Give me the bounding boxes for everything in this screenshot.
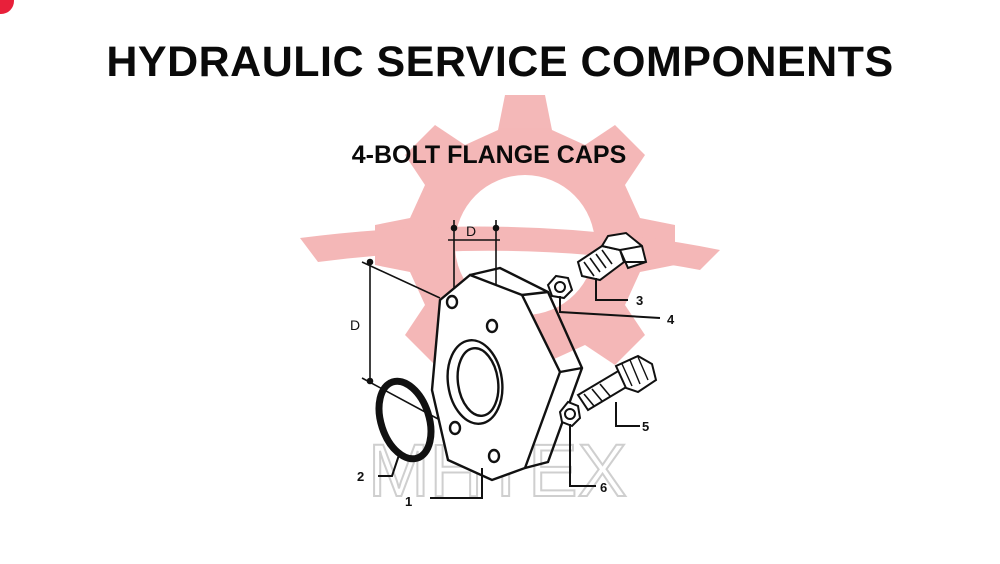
page-subtitle: 4-BOLT FLANGE CAPS bbox=[351, 141, 627, 169]
lock-washer bbox=[558, 400, 582, 428]
leader-1 bbox=[430, 468, 483, 499]
callout-3: 3 bbox=[636, 293, 643, 308]
callout-1: 1 bbox=[405, 494, 412, 509]
dimension-label-vertical: D bbox=[350, 317, 360, 333]
leader-lines bbox=[378, 278, 661, 499]
callout-6: 6 bbox=[600, 480, 607, 495]
dimension-label-horizontal: D bbox=[466, 223, 476, 239]
hex-bolt bbox=[576, 231, 648, 282]
page-title: HYDRAULIC SERVICE COMPONENTS bbox=[106, 38, 894, 86]
o-ring bbox=[375, 377, 435, 463]
leader-3 bbox=[595, 278, 628, 301]
leader-2 bbox=[378, 451, 401, 477]
callout-4: 4 bbox=[667, 312, 675, 327]
watermark-gear-icon bbox=[300, 95, 720, 395]
leader-5 bbox=[615, 402, 640, 427]
callout-2: 2 bbox=[357, 469, 364, 484]
flange-cap-body bbox=[430, 266, 584, 482]
leader-6 bbox=[569, 424, 596, 487]
hex-nut bbox=[546, 274, 574, 300]
socket-head-bolt bbox=[576, 354, 658, 412]
callout-5: 5 bbox=[642, 419, 649, 434]
leader-4 bbox=[559, 296, 661, 319]
